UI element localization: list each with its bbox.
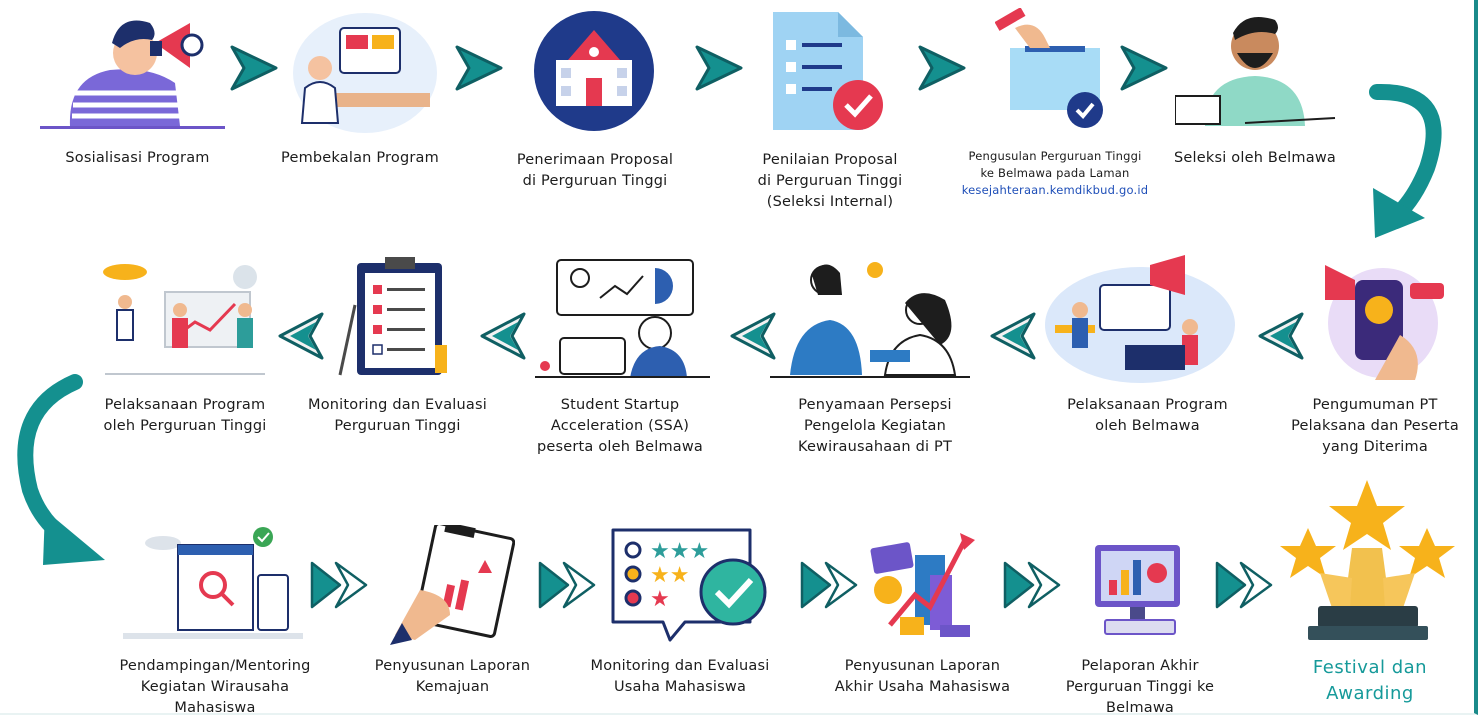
- double-arrow-right-icon: [310, 560, 370, 610]
- team-growth-illustration: [95, 262, 275, 380]
- curved-arrow-down-icon: [1355, 80, 1465, 240]
- reviewer-man-illustration: [1175, 8, 1340, 133]
- report-document-illustration: [390, 525, 515, 645]
- online-survey-illustration: [118, 525, 310, 645]
- website-link[interactable]: kesejahteraan.kemdikbud.go.id: [961, 183, 1149, 197]
- arrow-left-icon: [1258, 312, 1304, 360]
- arrow-left-icon: [480, 312, 526, 360]
- double-arrow-right-icon: [800, 560, 860, 610]
- arrow-right-icon: [230, 45, 278, 91]
- arrow-right-icon: [695, 45, 743, 91]
- double-arrow-right-icon: [1003, 560, 1063, 610]
- step-label: Seleksi oleh Belmawa: [1174, 150, 1336, 166]
- university-building-icon: [528, 10, 660, 132]
- double-arrow-right-icon: [1215, 560, 1275, 610]
- star-trophy-icon: [1280, 478, 1455, 646]
- arrow-right-icon: [1120, 45, 1168, 91]
- megaphone-person-illustration: [40, 8, 230, 133]
- arrow-left-icon: [278, 312, 324, 360]
- arrow-left-icon: [730, 312, 776, 360]
- svg-text:★: ★: [650, 587, 670, 612]
- clipboard-checklist-illustration: [335, 255, 460, 380]
- step-label: Pembekalan Program: [281, 150, 439, 166]
- arrow-right-icon: [455, 45, 503, 91]
- rating-feedback-icon: ★★★ ★★ ★: [605, 522, 770, 647]
- step-label: Sosialisasi Program: [65, 150, 210, 166]
- video-call-illustration: [535, 258, 715, 380]
- growth-chart-illustration: [860, 525, 980, 645]
- announcement-phone-illustration: [1315, 255, 1450, 385]
- computer-report-illustration: [1085, 525, 1195, 645]
- online-class-illustration: [290, 8, 440, 133]
- arrow-right-icon: [918, 45, 966, 91]
- submission-box-illustration: [995, 8, 1110, 133]
- arrow-left-icon: [990, 312, 1036, 360]
- team-meeting-illustration: [1040, 255, 1240, 385]
- curved-arrow-down-icon: [5, 370, 115, 570]
- svg-text:★★: ★★: [650, 563, 689, 588]
- checklist-document-icon: [768, 10, 888, 135]
- double-arrow-right-icon: [538, 560, 598, 610]
- discussion-people-illustration: [770, 255, 970, 380]
- svg-text:★★★: ★★★: [650, 539, 709, 564]
